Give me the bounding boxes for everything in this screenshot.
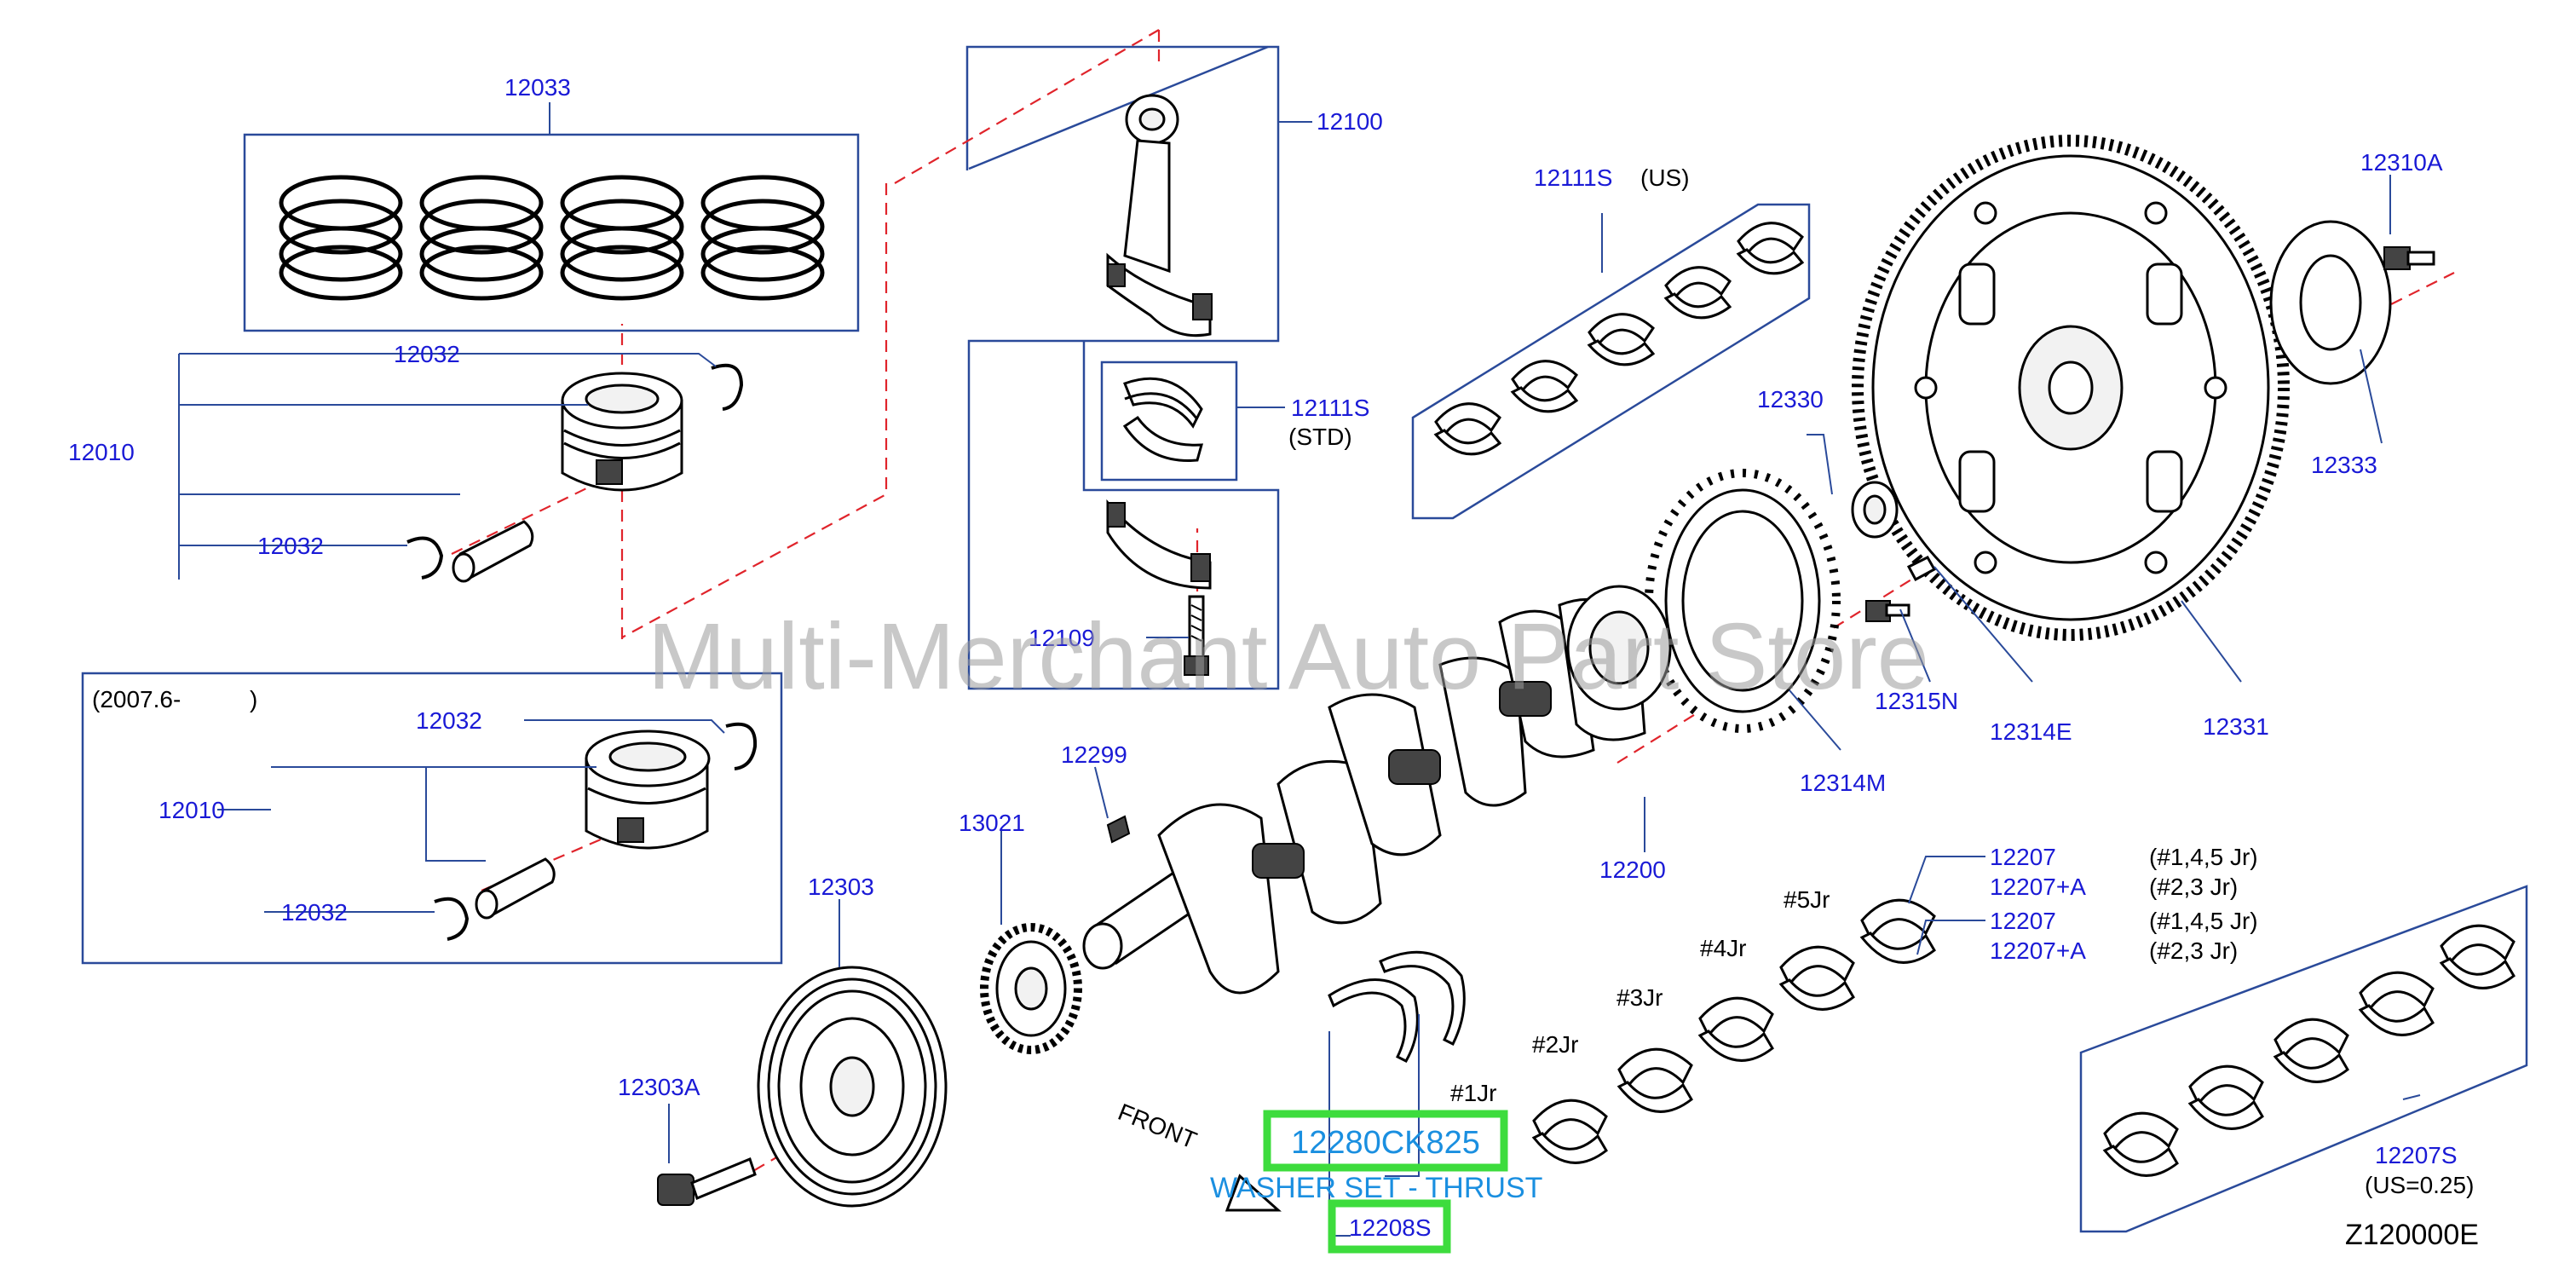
label-jr-23-2: (#2,3 Jr) xyxy=(2149,937,2238,964)
snap-ring-icon xyxy=(406,363,744,580)
rod-cap-icon xyxy=(1106,499,1212,590)
label-journal-1: #1Jr xyxy=(1450,1080,1496,1106)
label-12314m: 12314M xyxy=(1800,770,1886,796)
connecting-rod-icon xyxy=(1106,94,1213,337)
label-12111s-std-note: (STD) xyxy=(1288,424,1352,450)
label-13021: 13021 xyxy=(959,810,1025,836)
front-arrow-icon xyxy=(1225,1174,1282,1212)
label-12111s-std: 12111S xyxy=(1291,395,1369,421)
label-journal-4: #4Jr xyxy=(1700,935,1746,961)
rod-bearing-std-icon xyxy=(1122,377,1204,462)
label-journal-3: #3Jr xyxy=(1616,984,1663,1011)
ref-number-highlight[interactable] xyxy=(1328,1199,1451,1254)
rod-guide-dash-1 xyxy=(894,29,1160,184)
piston-pin-variant-icon xyxy=(475,857,556,920)
thrust-washer-icon xyxy=(1328,950,1466,1063)
label-12207-2: 12207 xyxy=(1990,908,2056,934)
flywheel-bolt-icon xyxy=(2383,246,2435,270)
label-12033: 12033 xyxy=(504,74,571,101)
label-12315n: 12315N xyxy=(1875,688,1958,714)
label-12314e: 12314E xyxy=(1990,718,2072,745)
label-12310a: 12310A xyxy=(2360,149,2443,176)
snap-ring-variant-icon xyxy=(434,722,758,941)
label-12032-c: 12032 xyxy=(416,707,482,734)
std-bearing-frame xyxy=(1100,361,1238,482)
date-note: (2007.6- xyxy=(92,686,181,712)
pin-dash-a xyxy=(451,476,610,555)
ref-number-label[interactable]: 12208S xyxy=(1349,1214,1432,1241)
part-number-highlight[interactable] xyxy=(1263,1110,1508,1172)
crank-pulley-icon xyxy=(757,966,948,1208)
label-journal-5: #5Jr xyxy=(1784,886,1830,913)
label-12303: 12303 xyxy=(808,874,874,900)
label-12032-b: 12032 xyxy=(257,533,324,559)
part-number-link[interactable]: 12280CK825 xyxy=(1291,1125,1480,1161)
label-12207s: 12207S xyxy=(2375,1142,2458,1168)
label-12299: 12299 xyxy=(1061,741,1127,768)
dowel-pin-icon xyxy=(1906,556,1937,582)
part-name-link[interactable]: WASHER SET - THRUST xyxy=(1210,1172,1542,1204)
label-12032-a: 12032 xyxy=(394,341,460,367)
rod-guide-dash-2 xyxy=(621,183,888,638)
label-jr-23-1: (#2,3 Jr) xyxy=(2149,874,2238,900)
label-12331: 12331 xyxy=(2203,713,2269,740)
piston-pin-icon xyxy=(452,520,534,583)
label-12303a: 12303A xyxy=(618,1074,700,1100)
signal-plate-bolt-icon xyxy=(1865,600,1910,622)
piston-variant-frame xyxy=(81,672,783,965)
signal-plate-icon xyxy=(1645,469,1841,733)
connecting-rod-frame-top xyxy=(968,45,1269,170)
label-12207-1: 12207 xyxy=(1990,844,2056,870)
label-12330: 12330 xyxy=(1757,386,1824,412)
piston-rings-icon xyxy=(279,175,825,301)
crankshaft-icon xyxy=(1082,585,1672,995)
pulley-bolt-icon xyxy=(657,1157,757,1206)
label-12010-a: 12010 xyxy=(68,439,135,465)
rod-bolt-icon xyxy=(1184,595,1209,676)
piston-variant-icon xyxy=(585,730,711,850)
leader-lines xyxy=(178,102,2421,1237)
crank-sprocket-icon xyxy=(980,923,1082,1054)
main-bearing-us-icon xyxy=(1433,222,1805,456)
label-12200: 12200 xyxy=(1599,857,1666,883)
reinforcement-plate-icon xyxy=(2269,220,2392,385)
main-bearing-icon xyxy=(1531,898,1936,1164)
label-journal-2: #2Jr xyxy=(1532,1031,1578,1058)
label-12207a-2: 12207+A xyxy=(1990,937,2086,964)
label-12010-b: 12010 xyxy=(158,797,225,823)
label-12207a-1: 12207+A xyxy=(1990,874,2086,900)
label-us025: (US=0.25) xyxy=(2365,1172,2474,1198)
pilot-bushing-icon xyxy=(1851,481,1899,539)
woodruff-key-icon xyxy=(1106,815,1131,844)
label-jr-145-2: (#1,4,5 Jr) xyxy=(2149,908,2258,934)
diagram-code: Z120000E xyxy=(2345,1219,2479,1251)
label-12333: 12333 xyxy=(2311,452,2377,478)
label-12032-d: 12032 xyxy=(281,899,348,926)
label-front: FRONT xyxy=(1115,1099,1201,1154)
connecting-rod-frame xyxy=(965,45,1280,690)
main-bearing-us-frame xyxy=(1411,203,1811,520)
date-note-close: ) xyxy=(250,686,257,712)
piston-ring-set-frame xyxy=(243,133,860,332)
watermark: Multi-Merchant Auto Part Store xyxy=(648,604,1929,709)
label-12111s-us: 12111S xyxy=(1534,164,1612,191)
label-12111s-us-note: (US) xyxy=(1640,164,1690,191)
label-12100: 12100 xyxy=(1317,108,1383,135)
label-jr-145-1: (#1,4,5 Jr) xyxy=(2149,844,2258,870)
label-12109: 12109 xyxy=(1029,625,1095,651)
main-bearing-us025-frame xyxy=(2079,885,2528,1233)
main-bearing-us025-icon xyxy=(2102,924,2515,1177)
piston-icon xyxy=(561,372,683,492)
drive-plate-icon xyxy=(1852,135,2290,641)
